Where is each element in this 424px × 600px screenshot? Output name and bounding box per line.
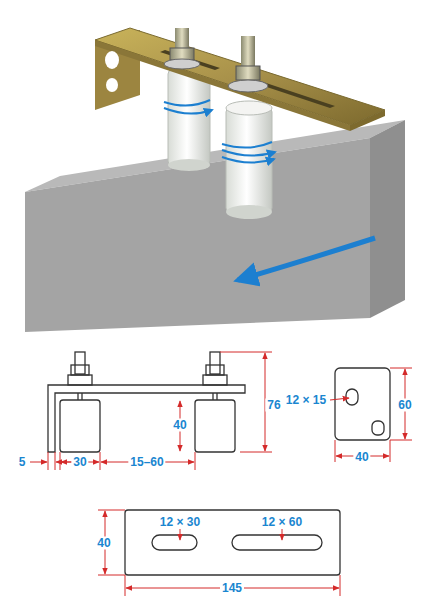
- dimension-label: 40: [171, 419, 188, 432]
- dimension-lines: [30, 352, 412, 596]
- dimension-label: 145: [220, 582, 244, 595]
- motion-arrow: [238, 238, 375, 280]
- beam: [25, 120, 405, 332]
- dimension-label: 12 × 60: [260, 516, 304, 529]
- dimension-label: 76: [265, 399, 282, 412]
- plate-view: [125, 510, 340, 575]
- bolts: [164, 28, 268, 92]
- dimension-label: 30: [71, 456, 88, 469]
- side-view: [48, 352, 245, 452]
- rotation-arrows: [164, 100, 275, 163]
- dimension-label: 12 × 15: [284, 394, 328, 407]
- dimension-label: 40: [353, 451, 370, 464]
- bracket: [95, 28, 385, 131]
- dimension-label: 15–60: [128, 456, 165, 469]
- dimension-label: 12 × 30: [158, 516, 202, 529]
- dimension-label: 40: [95, 537, 112, 550]
- dimension-label: 60: [396, 399, 413, 412]
- end-view: [335, 368, 390, 440]
- dimension-label: 5: [17, 456, 28, 469]
